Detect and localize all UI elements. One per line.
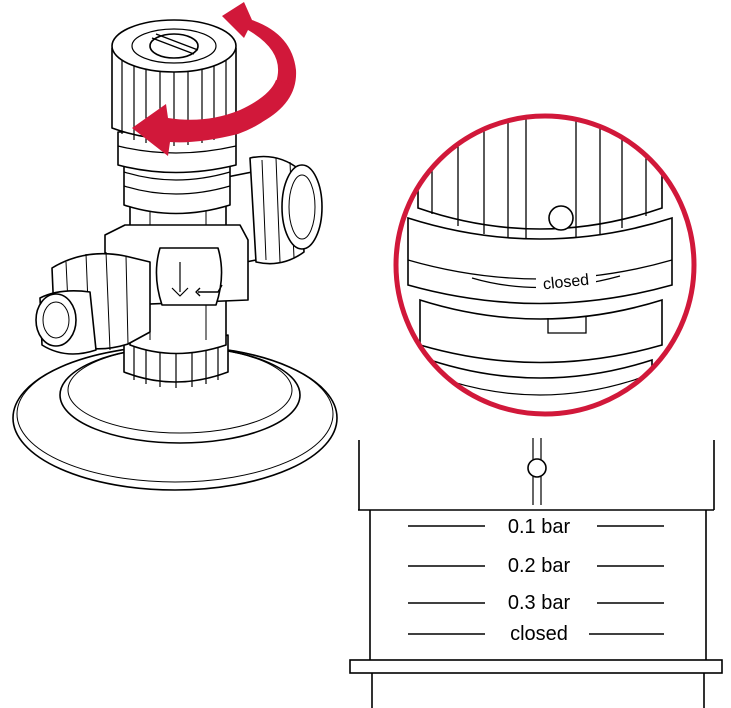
valve-collar <box>117 131 237 215</box>
detail-indicator-dot <box>548 205 574 231</box>
scale-indicator-dot <box>527 458 547 478</box>
detail-circle <box>393 113 697 417</box>
valve-assembly <box>12 19 338 491</box>
scale-label-closed: closed <box>510 623 568 645</box>
detail-red-ring <box>393 113 697 417</box>
scale-label-02: 0.2 bar <box>508 555 571 577</box>
valve-left-port <box>35 251 151 355</box>
pressure-scale <box>349 438 723 708</box>
rotation-arrow <box>132 2 297 156</box>
scale-labels: 0.1 bar 0.2 bar 0.3 bar closed <box>508 516 571 645</box>
detail-closed-label: closed <box>542 272 590 294</box>
scale-label-03: 0.3 bar <box>508 592 571 614</box>
scale-label-01: 0.1 bar <box>508 516 571 538</box>
